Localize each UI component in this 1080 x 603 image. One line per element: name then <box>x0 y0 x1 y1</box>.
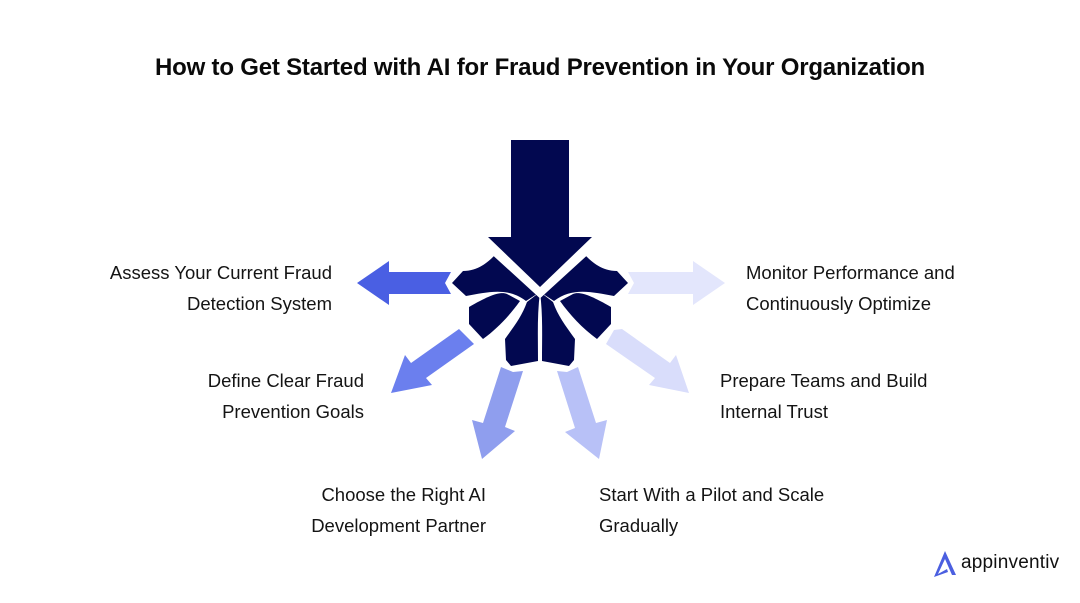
arrow-define-icon <box>391 329 474 393</box>
step-assess-label: Assess Your Current Fraud Detection Syst… <box>110 257 332 319</box>
step-prepare-line1: Prepare Teams and Build <box>720 370 928 391</box>
step-assess-line2: Detection System <box>187 293 332 314</box>
hand-fingers-icon <box>452 256 628 366</box>
step-start-line2: Gradually <box>599 515 679 536</box>
brand-logo: appinventiv <box>932 549 1059 577</box>
step-monitor-label: Monitor Performance and Continuously Opt… <box>746 257 955 319</box>
step-start-label: Start With a Pilot and Scale Gradually <box>599 479 824 541</box>
step-monitor-line2: Continuously Optimize <box>746 293 932 314</box>
logo-text: appinventiv <box>961 552 1060 573</box>
step-monitor-line1: Monitor Performance and <box>746 262 955 283</box>
arrow-assess-icon <box>357 261 451 305</box>
arrow-prepare-icon <box>606 329 689 393</box>
main-down-arrow-icon <box>488 140 592 287</box>
step-prepare-label: Prepare Teams and Build Internal Trust <box>720 365 927 427</box>
page-title: How to Get Started with AI for Fraud Pre… <box>155 54 925 81</box>
appinventiv-a-icon <box>934 551 956 577</box>
arrow-monitor-icon <box>628 261 725 305</box>
step-define-label: Define Clear Fraud Prevention Goals <box>208 365 364 427</box>
step-choose-label: Choose the Right AI Development Partner <box>311 479 486 541</box>
step-define-line1: Define Clear Fraud <box>207 370 364 391</box>
step-prepare-line2: Internal Trust <box>720 401 828 422</box>
step-assess-line1: Assess Your Current Fraud <box>109 262 332 283</box>
arrow-choose-icon <box>472 367 523 459</box>
step-choose-line1: Choose the Right AI <box>321 484 486 505</box>
step-start-line1: Start With a Pilot and Scale <box>599 484 825 505</box>
arrow-start-icon <box>557 367 607 459</box>
step-define-line2: Prevention Goals <box>222 401 364 422</box>
step-choose-line2: Development Partner <box>311 515 486 536</box>
